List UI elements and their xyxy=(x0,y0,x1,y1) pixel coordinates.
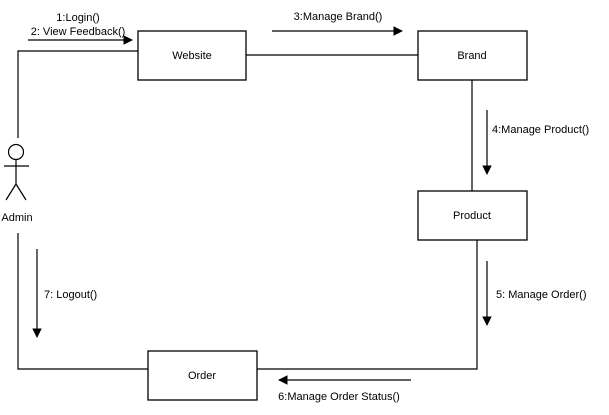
actor-left-leg xyxy=(5,183,17,201)
box-website: Website xyxy=(137,30,247,81)
message-labels: 1:Login() 2: View Feedback() 3:Manage Br… xyxy=(31,11,590,403)
label-manage-order-status: 6:Manage Order Status() xyxy=(278,391,400,403)
label-manage-order: 5: Manage Order() xyxy=(496,289,586,301)
box-order: Order xyxy=(147,350,258,401)
label-manage-brand: 3:Manage Brand() xyxy=(294,11,383,23)
links xyxy=(17,50,478,370)
box-brand: Brand xyxy=(417,30,528,81)
actor-right-leg xyxy=(15,183,27,201)
box-brand-label: Brand xyxy=(457,50,486,62)
link-product-order xyxy=(257,240,478,370)
label-manage-product: 4:Manage Product() xyxy=(492,124,589,136)
message-arrows xyxy=(28,26,492,385)
box-website-label: Website xyxy=(172,50,212,62)
actor-label: Admin xyxy=(1,212,32,224)
actor-head-icon xyxy=(7,143,25,161)
box-product: Product xyxy=(417,190,528,241)
link-order-admin xyxy=(17,233,148,370)
label-login: 1:Login() xyxy=(56,12,99,24)
label-logout: 7: Logout() xyxy=(44,289,97,301)
admin-actor: Admin xyxy=(1,143,33,224)
box-order-label: Order xyxy=(188,370,216,382)
label-view-feedback: 2: View Feedback() xyxy=(31,26,126,38)
link-admin-website xyxy=(17,50,138,138)
box-product-label: Product xyxy=(453,210,491,222)
